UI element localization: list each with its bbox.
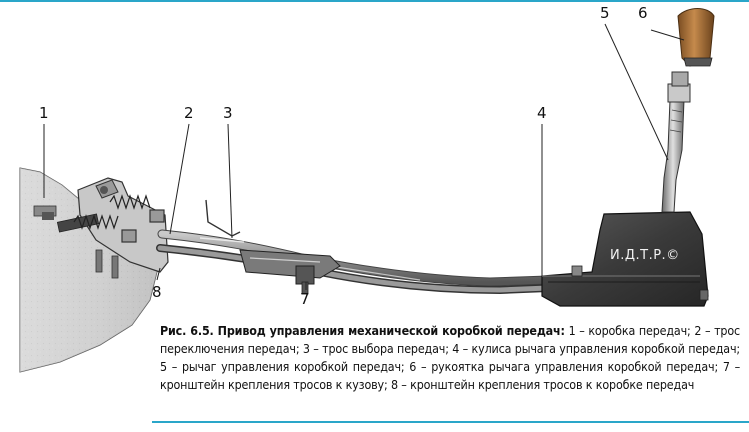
callout-label-5: 5 (600, 4, 610, 22)
bottom-accent-rule (152, 421, 749, 423)
callout-label-6: 6 (638, 4, 648, 22)
gear-lever (661, 71, 691, 213)
figure-caption: Рис. 6.5. Привод управления механической… (160, 322, 740, 394)
gearbox-cable-bracket (33, 177, 169, 279)
callout-label-2: 2 (184, 104, 194, 122)
gear-lever-knob (677, 8, 715, 67)
shift-cables (156, 229, 553, 295)
callout-label-4: 4 (537, 104, 547, 122)
caption-body: 1 – коробка передач; 2 – трос переключен… (160, 323, 741, 392)
callout-label-8: 8 (152, 283, 162, 301)
cable-clip (205, 199, 241, 237)
callout-label-7: 7 (300, 290, 310, 308)
callout-leader-lines (43, 23, 685, 290)
gear-lever-housing (541, 211, 709, 307)
cable-end-springs (73, 194, 165, 243)
caption-title: Рис. 6.5. Привод управления механической… (160, 323, 565, 338)
callout-label-3: 3 (223, 104, 233, 122)
watermark-text: И.Д.Т.Р.© (610, 248, 680, 263)
body-mount-bracket (239, 249, 341, 295)
callout-label-1: 1 (39, 104, 49, 122)
top-accent-rule (0, 0, 749, 2)
